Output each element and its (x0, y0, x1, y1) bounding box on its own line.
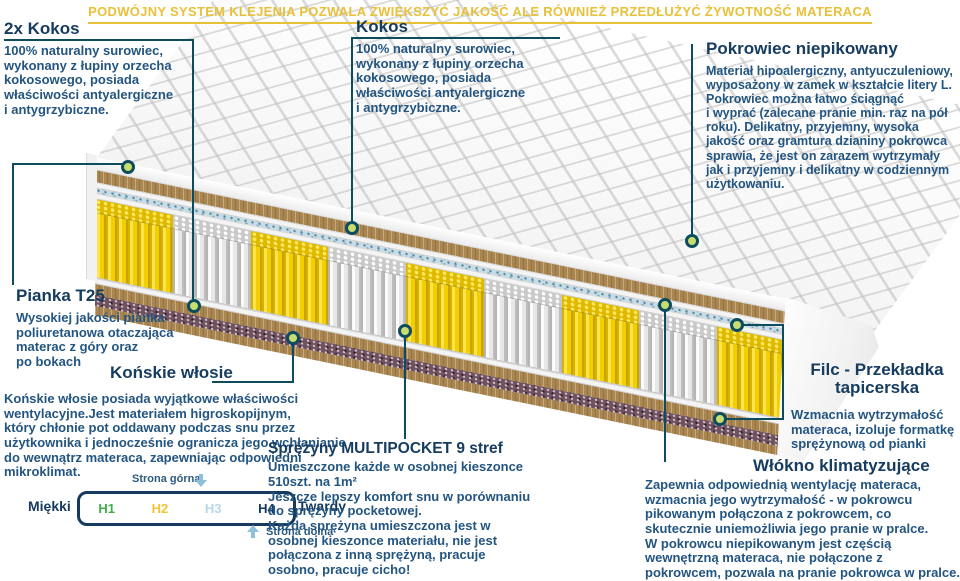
connector-dot-pokrowiec (685, 234, 699, 248)
hardness-level-H1: H1 (98, 501, 115, 516)
callout-filc-title: Filc - Przekładka tapicerska (810, 360, 944, 397)
callout-konskie-title: Końskie włosie (110, 363, 233, 382)
callout-pokrowiec-body: Materiał hipoalergiczny, antyuczuleniowy… (706, 63, 953, 191)
connector-kokos-underline (352, 37, 560, 39)
arrow-down-icon (195, 480, 207, 487)
callout-filc-heading: Filc - Przekładka tapicerska (793, 361, 960, 397)
callout-filc-body: Wzmacnia wytrzymałość materaca, izoluje … (791, 407, 955, 452)
arrow-down-stem (199, 474, 203, 480)
callout-pianka-title: Pianka T25 (16, 286, 105, 305)
connector-pokrowiec-v (691, 44, 693, 236)
hardness-level-H2: H2 (151, 501, 169, 516)
callout-wlokno-body-block: Zapewnia odpowiednią wentylację materaca… (645, 475, 960, 581)
connector-kokos-v (351, 37, 353, 223)
connector-dot-filc-top (730, 318, 744, 332)
arrow-up-icon (247, 525, 259, 532)
connector-filc-h1 (742, 324, 784, 326)
callout-kokos: Kokos 100% naturalny surowiec, wykonany … (356, 18, 566, 115)
callout-kokos-title: Kokos (356, 17, 408, 36)
connector-dot-filc-bottom (713, 412, 727, 426)
spring-zone-5 (406, 262, 484, 357)
callout-pianka-body: Wysokiej jakości pianka poliuretanowa ot… (16, 309, 174, 369)
connector-sprezyny-v (404, 337, 406, 439)
connector-dot-sprezyny (398, 324, 412, 338)
hardness-level-H3: H3 (204, 501, 222, 516)
connector-filc-v (782, 324, 784, 420)
connector-dot-kokos (345, 221, 359, 235)
callout-wlokno-heading: Włókno klimatyzujące (753, 457, 930, 475)
spring-zone-7 (561, 294, 640, 389)
spring-zone-1 (95, 199, 173, 293)
callout-wlokno-title: Włókno klimatyzujące (753, 456, 930, 475)
spring-zone-3 (250, 230, 329, 325)
mattress-left-edge (86, 153, 97, 282)
callout-pianka: Pianka T25 Wysokiej jakości pianka poliu… (16, 287, 216, 370)
connector-pianka-v (12, 163, 14, 285)
label-twardy: Twardy (298, 498, 346, 514)
connector-dot-2xkokos (187, 299, 201, 313)
label-strona-gorna: Strona górna (132, 473, 201, 485)
callout-2x-kokos: 2x Kokos 100% naturalny surowiec, wykona… (4, 20, 204, 117)
label-strona-dolna: Strona dolna (266, 526, 334, 538)
callout-2x-kokos-body: 100% naturalny surowiec, wykonany z łupi… (4, 42, 174, 117)
connector-dot-pianka (121, 160, 135, 174)
spring-zone-4 (328, 246, 407, 341)
callout-kokos-body: 100% naturalny surowiec, wykonany z łupi… (356, 40, 526, 115)
hardness-scale: H1 H2 H3 H4 (77, 491, 296, 526)
callout-2x-kokos-title: 2x Kokos (4, 19, 80, 38)
callout-pokrowiec-title: Pokrowiec niepikowany (706, 39, 898, 58)
callout-konskie-body: Końskie włosie posiada wyjątkowe właściw… (4, 391, 346, 480)
connector-2xkokos-v (192, 39, 194, 301)
connector-pianka-h (13, 163, 123, 165)
label-miekki: Miękki (28, 498, 71, 514)
connector-wlokno-v (664, 310, 666, 462)
callout-wlokno-body: Zapewnia odpowiednią wentylację materaca… (645, 477, 960, 581)
spring-zone-8 (639, 310, 718, 405)
callout-sprezyny-body: Umieszczone każde w osobnej kieszonce 51… (268, 459, 531, 578)
callout-sprezyny-title: Sprężyny MULTIPOCKET 9 stref (268, 440, 503, 457)
callout-konskie-body-block: Końskie włosie posiada wyjątkowe właściw… (4, 386, 354, 480)
hardness-level-H4: H4 (258, 501, 275, 516)
top-banner-text: PODWÓJNY SYSTEM KLEJENIA POZWALA ZWIĘKSZ… (88, 4, 872, 24)
connector-filc-h2 (726, 418, 784, 420)
connector-dot-wlokno (658, 298, 672, 312)
top-banner: PODWÓJNY SYSTEM KLEJENIA POZWALA ZWIĘKSZ… (0, 3, 960, 24)
arrow-up-stem (251, 532, 255, 538)
callout-filc-body-block: Wzmacnia wytrzymałość materaca, izoluje … (791, 407, 955, 452)
connector-dot-konskie (286, 331, 300, 345)
callout-pokrowiec: Pokrowiec niepikowany Materiał hipoalerg… (706, 40, 958, 191)
callout-konskie-heading: Końskie włosie (110, 364, 233, 382)
spring-zone-6 (483, 278, 562, 373)
callout-sprezyny: Sprężyny MULTIPOCKET 9 stref Umieszczone… (268, 440, 598, 578)
connector-2xkokos-underline (4, 39, 194, 41)
connector-konskie-v (292, 342, 294, 383)
connector-konskie-h (212, 381, 294, 383)
